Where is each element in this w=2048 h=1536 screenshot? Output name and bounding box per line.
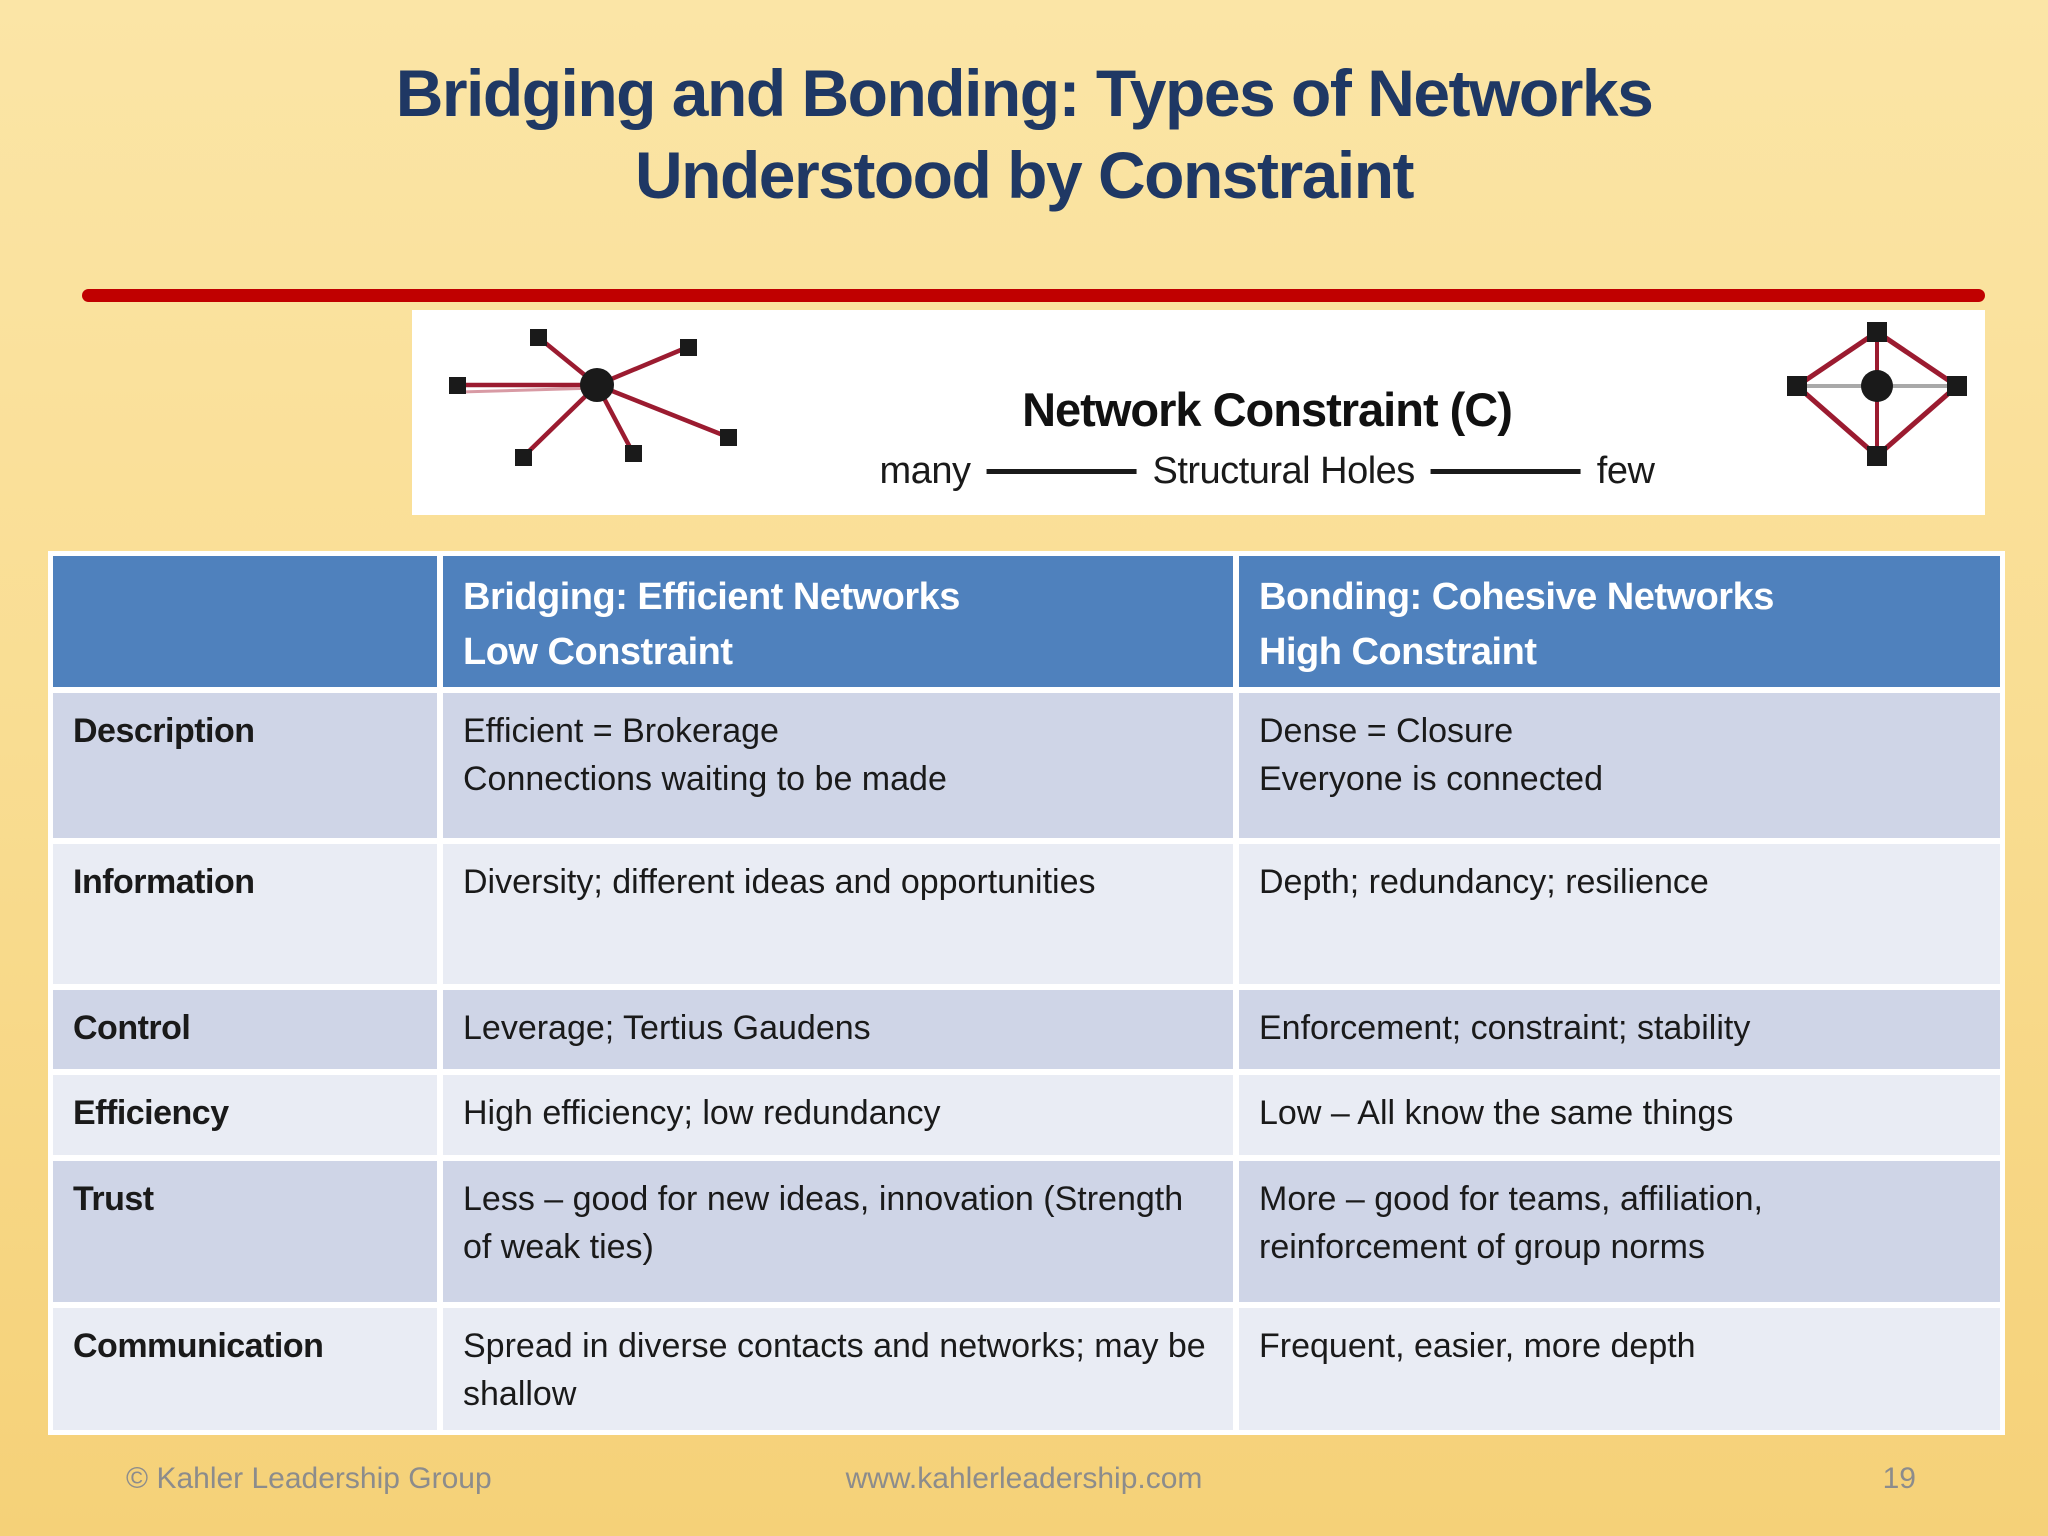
cell-trust-bonding: More – good for teams, affiliation, rein… [1239,1161,2000,1302]
cell-control-bonding: Enforcement; constraint; stability [1239,990,2000,1069]
title-underline-rule [82,289,1985,302]
row-label-control: Control [53,990,437,1069]
scale-label-many: many [879,450,971,492]
cell-communication-bridging: Spread in diverse contacts and networks;… [443,1308,1233,1430]
cell-efficiency-bonding: Low – All know the same things [1239,1075,2000,1155]
row-label-description: Description [53,693,437,838]
footer-website: www.kahlerleadership.com [845,1462,1203,1495]
cell-efficiency-bridging: High efficiency; low redundancy [443,1075,1233,1155]
row-label-efficiency: Efficiency [53,1075,437,1155]
row-label-communication: Communication [53,1308,437,1430]
cell-trust-bridging: Less – good for new ideas, innovation (S… [443,1161,1233,1302]
page-title-line1: Bridging and Bonding: Types of Networks [395,56,1654,130]
cell-information-bonding: Depth; redundancy; resilience [1239,844,2000,984]
footer-page-number: 19 [1882,1462,1916,1495]
network-diagrams-graphic [449,322,1967,466]
closed-network-nodes [1787,322,1967,466]
footer-copyright: © Kahler Leadership Group [126,1462,492,1495]
scale-label-few: few [1596,450,1655,492]
row-label-trust: Trust [53,1161,437,1302]
row-label-information: Information [53,844,437,984]
page-title-line2: Understood by Constraint [634,138,1415,212]
cell-communication-bonding: Frequent, easier, more depth [1239,1308,2000,1430]
scale-line-left [986,469,1137,474]
structural-holes-scale: many Structural Holes few [880,450,1655,493]
scale-line-right [1430,469,1581,474]
network-constraint-banner: Network Constraint (C) many Structural H… [412,310,1985,515]
star-network-nodes [449,329,737,466]
header-cell-empty [53,556,437,687]
cell-information-bridging: Diversity; different ideas and opportuni… [443,844,1233,984]
cell-description-bridging: Efficient = Brokerage Connections waitin… [443,693,1233,838]
cell-control-bridging: Leverage; Tertius Gaudens [443,990,1233,1069]
cell-description-bonding: Dense = Closure Everyone is connected [1239,693,2000,838]
banner-heading: Network Constraint (C) [1022,383,1513,436]
scale-label-structural-holes: Structural Holes [1152,450,1415,492]
